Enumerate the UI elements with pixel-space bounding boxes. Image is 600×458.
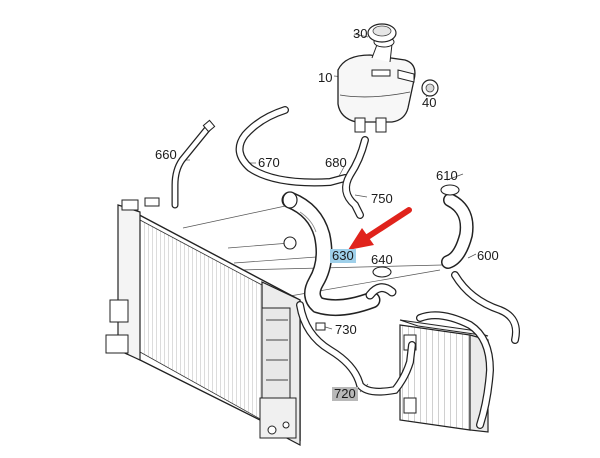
hose-600 [416,184,520,429]
part-label-10: 10 [318,70,333,85]
part-label-640: 640 [371,252,393,267]
hose-720 [296,301,416,396]
part-label-730: 730 [335,322,357,337]
hose-640 [365,266,397,300]
hose-660 [171,119,216,209]
part-label-30: 30 [353,26,368,41]
part-label-630: 630 [330,248,356,263]
part-label-610: 610 [436,168,458,183]
part-label-600: 600 [477,248,499,263]
intercooler [399,319,489,433]
radiator [105,197,301,446]
hose-670 [235,106,349,187]
sensor-40 [421,79,439,97]
part-label-750: 750 [371,191,393,206]
part-label-660: 660 [155,147,177,162]
hose-630 [281,191,381,317]
red-arrow [348,207,412,250]
hose-680 [342,136,369,219]
part-label-680: 680 [325,155,347,170]
part-label-670: 670 [258,155,280,170]
expansion-tank [337,36,416,133]
part-label-720: 720 [332,386,358,401]
cap-30 [367,23,397,43]
part-label-40: 40 [422,95,437,110]
